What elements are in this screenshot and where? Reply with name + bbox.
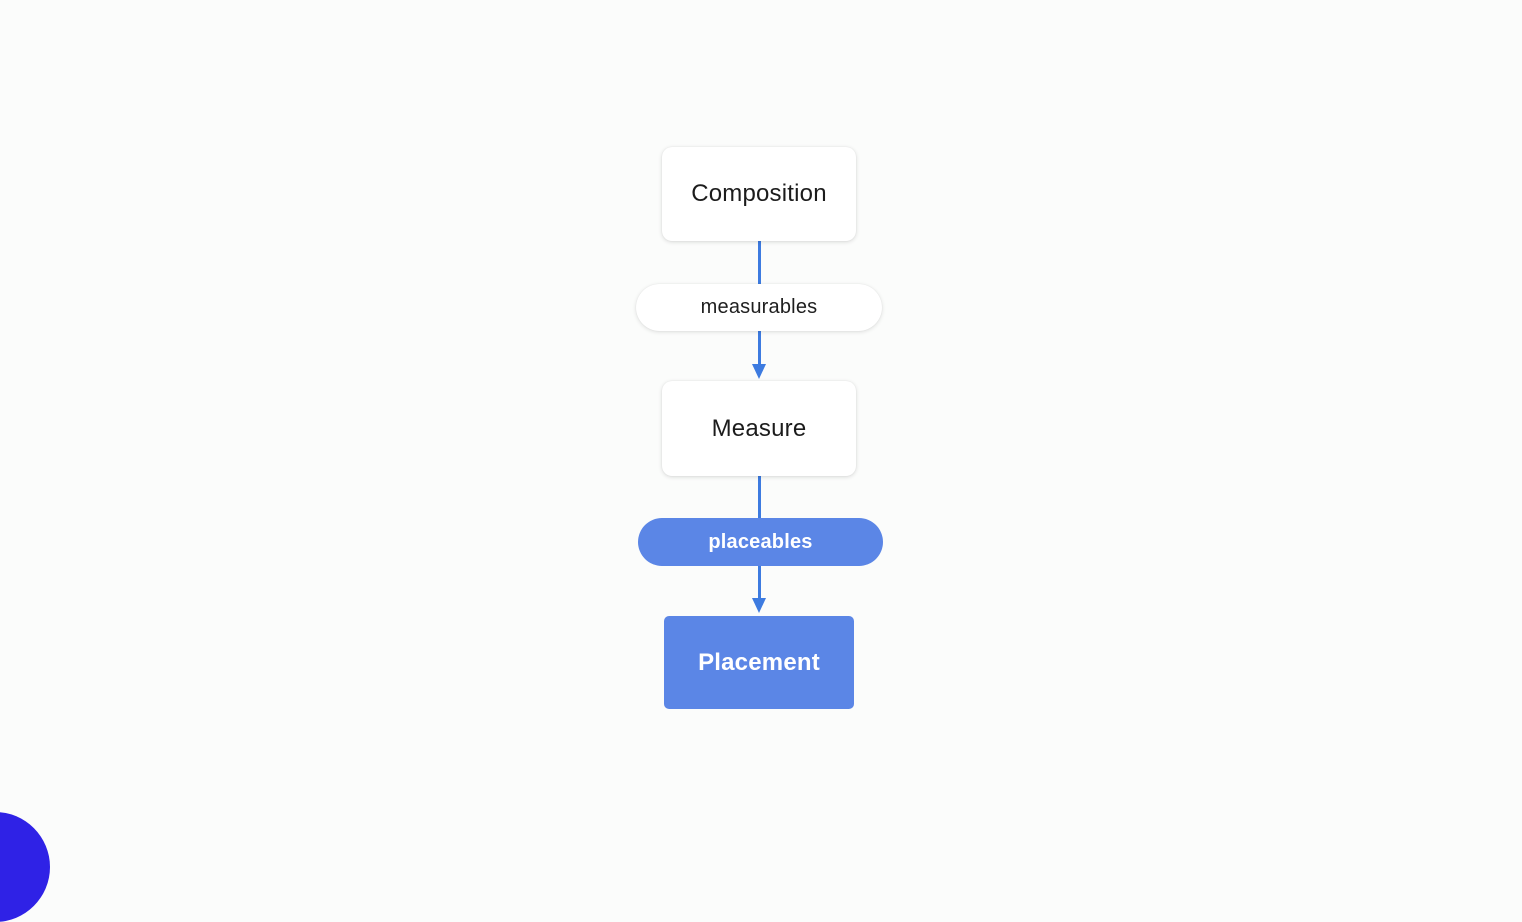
node-measurables-label: measurables	[700, 296, 818, 318]
flow-diagram: Composition measurables Measure placeabl…	[636, 147, 883, 709]
arrow-down-icon	[752, 364, 766, 379]
node-measure: Measure	[662, 381, 856, 476]
node-placement: Placement	[664, 616, 854, 709]
connector-composition-measurables	[758, 241, 761, 284]
connector-measurables-measure	[758, 331, 761, 365]
node-placeables: placeables	[638, 518, 883, 566]
node-composition-label: Composition	[691, 180, 827, 207]
node-placeables-label: placeables	[708, 530, 813, 553]
connector-placeables-placement	[758, 565, 761, 599]
node-measure-label: Measure	[711, 414, 807, 442]
connector-measure-placeables	[758, 476, 761, 519]
arrow-down-icon	[752, 598, 766, 613]
node-composition: Composition	[662, 147, 856, 241]
node-measurables: measurables	[636, 284, 882, 331]
node-placement-label: Placement	[698, 648, 820, 676]
